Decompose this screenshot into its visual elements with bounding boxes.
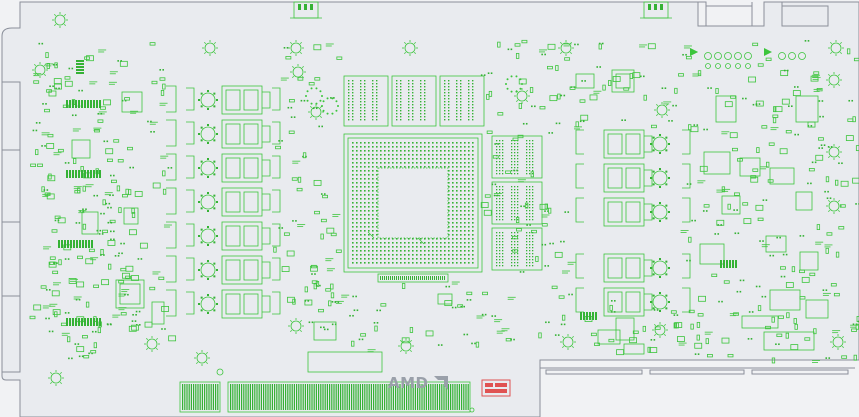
mounting-hole-icon	[32, 12, 846, 386]
gpu-package-icon	[343, 133, 483, 283]
svg-text:AMD: AMD	[388, 374, 429, 392]
certification-badge	[481, 379, 511, 397]
pin-header-strips	[58, 60, 737, 326]
direction-arrow-icon	[690, 48, 698, 56]
bottom-connector	[307, 293, 453, 373]
smd-components	[29, 39, 859, 364]
vram-chip-icon	[491, 135, 543, 271]
inductor-icon	[575, 129, 691, 317]
fan-header-icon	[290, 1, 672, 19]
pcie-edge-connector-icon[interactable]	[179, 368, 475, 413]
vram-chip-icon	[343, 75, 485, 127]
inductor-icon	[166, 85, 281, 319]
left-side-components	[71, 69, 819, 325]
amd-logo: AMD	[388, 374, 448, 392]
